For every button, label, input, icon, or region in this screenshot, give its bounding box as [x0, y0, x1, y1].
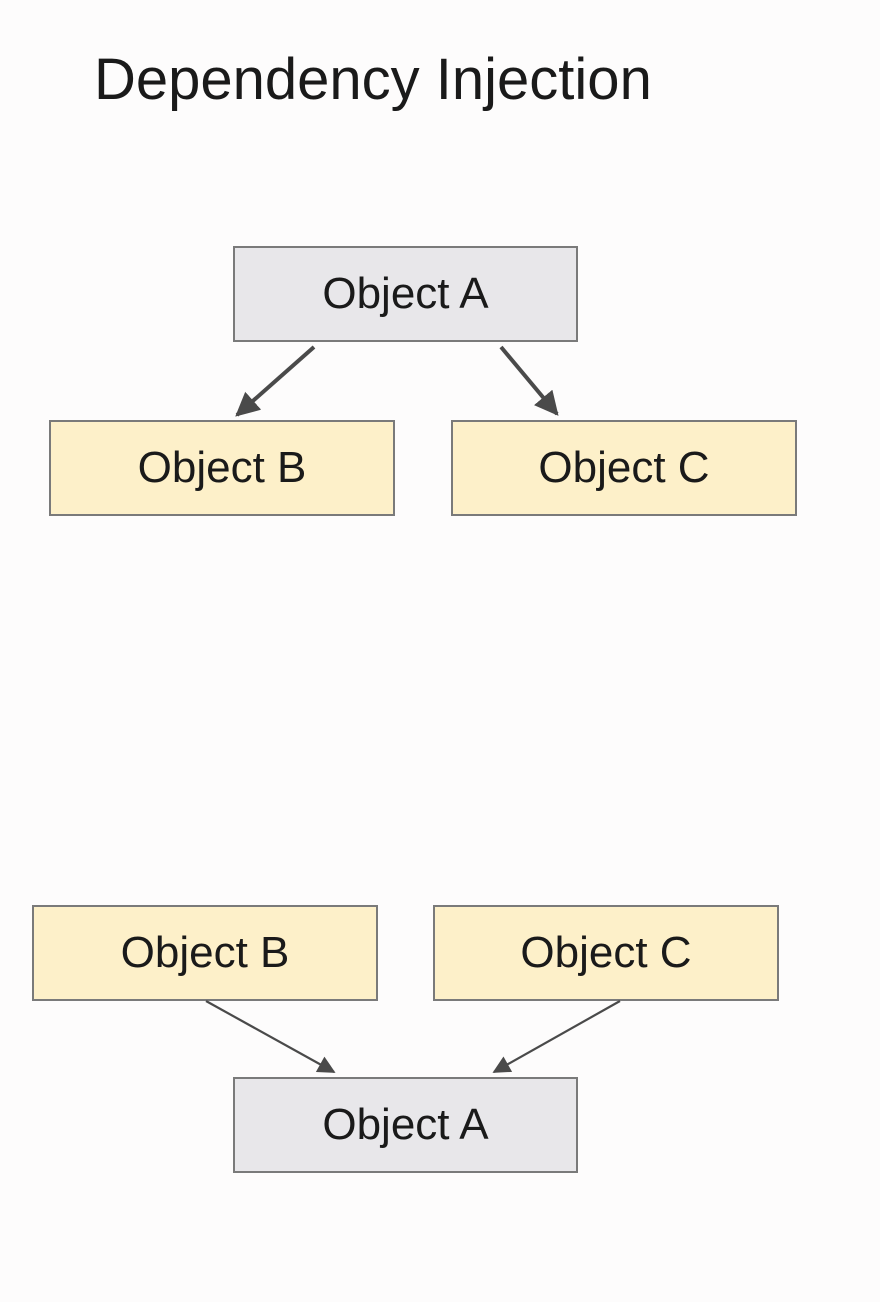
- top-object-b-box: Object B: [49, 420, 395, 516]
- bottom-object-b-box: Object B: [32, 905, 378, 1001]
- arrow-a-to-b: [235, 345, 316, 417]
- arrow-b-to-a: [205, 1000, 336, 1073]
- bottom-object-c-box: Object C: [433, 905, 779, 1001]
- arrow-c-to-a: [492, 1000, 621, 1073]
- top-object-a-label: Object A: [322, 269, 489, 318]
- bottom-object-a-box: Object A: [233, 1077, 578, 1173]
- bottom-object-c-label: Object C: [520, 928, 692, 977]
- top-object-a-box: Object A: [233, 246, 578, 342]
- bottom-object-a-label: Object A: [322, 1100, 489, 1149]
- top-object-c-label: Object C: [538, 443, 710, 492]
- top-object-b-label: Object B: [137, 443, 307, 492]
- arrow-a-to-c: [499, 345, 559, 416]
- top-object-c-box: Object C: [451, 420, 797, 516]
- bottom-object-b-label: Object B: [120, 928, 290, 977]
- page-title: Dependency Injection: [94, 47, 652, 112]
